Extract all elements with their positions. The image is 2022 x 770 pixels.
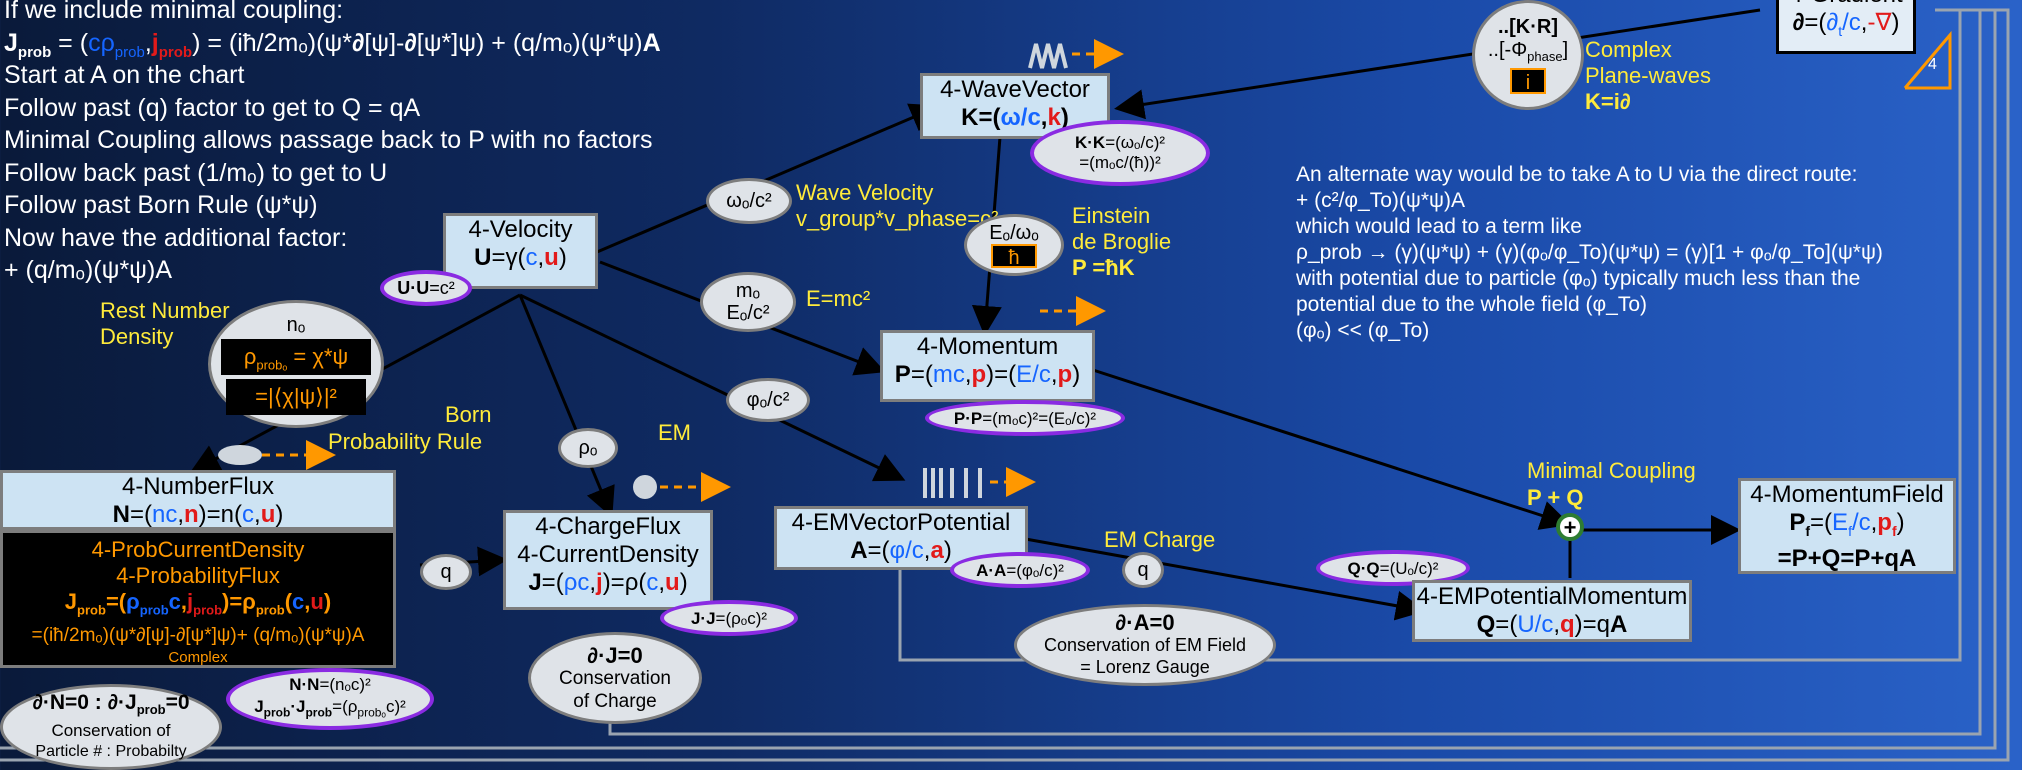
- hbar-symbol: ħ: [991, 244, 1037, 269]
- four-label: 4: [1928, 56, 1937, 73]
- group-phase-label: v_group*v_phase=c²: [796, 206, 999, 231]
- em-charge-label: EM Charge: [1104, 527, 1216, 552]
- probcurrent-formula: Jprob=(ρprobc,jprob)=ρprob(c,u): [64, 589, 332, 618]
- bubble-phase: ..[K·R]..[-Φphase] i: [1472, 0, 1584, 110]
- bubble-omega: ωₒ/c²: [706, 178, 792, 224]
- bubble-eomega: Eₒ/ωₒ ħ: [964, 214, 1064, 276]
- momfield-formula: Pf=(Ef/c,pf): [1789, 509, 1905, 539]
- node-4-gradient[interactable]: 4-Gradient ∂=(∂t/c,-∇): [1776, 0, 1916, 54]
- probflux-title: 4-ProbabilityFlux: [116, 563, 280, 588]
- node-4-emvectorpotential[interactable]: 4-EMVectorPotential A=(φ/c,a): [774, 506, 1028, 570]
- bubble-kk: K·K=(ωₒ/c)²=(mₒc/(ħ))²: [1030, 120, 1210, 186]
- bubble-aa: A·A=(φₒ/c)²: [950, 552, 1090, 588]
- node-4-chargeflux[interactable]: 4-ChargeFlux 4-CurrentDensity J=(ρc,j)=ρ…: [503, 510, 713, 610]
- emc2-label: E=mc²: [806, 286, 871, 311]
- svg-text:+: +: [1564, 515, 1577, 540]
- bubble-div-a: ∂·A=0 Conservation of EM Field = Lorenz …: [1014, 604, 1276, 686]
- bubble-uu: U·U=c²: [380, 270, 472, 306]
- step-line: Follow past Born Rule (ψ*ψ): [4, 191, 318, 219]
- bubble-jj: J·J=(ρₒc)²: [660, 600, 798, 636]
- bubble-rest-density: nₒ ρprobₒ = χ*ψ =|⟨χ|ψ⟩|²: [208, 300, 384, 428]
- bubble-q-left: q: [420, 554, 472, 590]
- emvector-title: 4-EMVectorPotential: [791, 509, 1011, 536]
- node-4-numberflux[interactable]: 4-NumberFlux N=(nc,n)=n(c,u): [0, 470, 396, 530]
- probcurrent-title: 4-ProbCurrentDensity: [91, 537, 305, 562]
- step-line: If we include minimal coupling:: [4, 0, 344, 24]
- bubble-phi: φₒ/c²: [726, 378, 810, 422]
- complex-tag: Complex: [168, 649, 228, 667]
- chargeflux-formula: J=(ρc,j)=ρ(c,u): [528, 569, 688, 596]
- alternate-route-note: An alternate way would be to take A to U…: [1296, 163, 1883, 342]
- em-label: EM: [658, 420, 691, 445]
- bubble-rho: ρₒ: [558, 428, 618, 468]
- momentum-formula: P=(mc,p)=(E/c,p): [894, 361, 1081, 388]
- step-line: Jprob = (cρprob,jprob) = (iħ/2mₒ)(ψ*∂[ψ]…: [4, 28, 661, 61]
- momentum-title: 4-Momentum: [916, 333, 1059, 360]
- numberflux-formula: N=(nc,n)=n(c,u): [112, 501, 284, 528]
- empotmom-title: 4-EMPotentialMomentum: [1416, 583, 1688, 610]
- bubble-qq: Q·Q=(Uₒ/c)²: [1316, 550, 1470, 586]
- gradient-formula: ∂=(∂t/c,-∇): [1792, 9, 1900, 39]
- bubble-pp: P·P=(mₒc)²=(Eₒ/c)²: [925, 400, 1125, 436]
- bubble-div-n: ∂·N=0 : ∂·Jprob=0 Conservation of Partic…: [0, 684, 222, 770]
- bubble-div-j: ∂·J=0 Conservation of Charge: [528, 632, 702, 724]
- wavevector-title: 4-WaveVector: [940, 76, 1090, 103]
- node-4-wavevector[interactable]: 4-WaveVector K=(ω/c,k): [920, 73, 1110, 139]
- chargeflux-title: 4-ChargeFlux: [535, 513, 681, 540]
- wave-velocity-label: Wave Velocity: [796, 180, 934, 205]
- gradient-title: 4-Gradient: [1779, 0, 1913, 9]
- step-line: + (q/mₒ)(ψ*ψ)A: [4, 256, 173, 284]
- p-plus-q-label: P + Q: [1527, 485, 1584, 510]
- step-list: If we include minimal coupling: Jprob = …: [4, 0, 661, 287]
- probability-rule-label: Probability Rule: [328, 429, 483, 454]
- bubble-q-right: q: [1122, 552, 1164, 588]
- minimal-coupling-label: Minimal Coupling: [1527, 458, 1696, 483]
- currentdensity-title: 4-CurrentDensity: [517, 541, 699, 568]
- i-symbol: i: [1510, 68, 1546, 94]
- div-n-formula: ∂·N=0 : ∂·Jprob=0: [32, 690, 190, 718]
- momfield-title: 4-MomentumField: [1750, 481, 1944, 508]
- velocity-title: 4-Velocity: [468, 216, 573, 243]
- momfield-formula2: =P+Q=P+qA: [1777, 544, 1917, 572]
- empotmom-formula: Q=(U/c,q)=qA: [1476, 611, 1628, 638]
- step-line: Minimal Coupling allows passage back to …: [4, 126, 653, 154]
- step-line: Follow past (q) factor to get to Q = qA: [4, 93, 421, 122]
- step-line: Now have the additional factor:: [4, 223, 348, 252]
- emvector-formula: A=(φ/c,a): [850, 537, 952, 564]
- probcurrent-expansion: =(iħ/2mₒ)(ψ*∂[ψ]-∂[ψ*]ψ)+ (q/mₒ)(ψ*ψ)A: [31, 625, 365, 647]
- wavevector-formula: K=(ω/c,k): [961, 104, 1069, 131]
- braket-label: =|⟨χ|ψ⟩|²: [226, 378, 366, 415]
- node-4-empotentialmomentum[interactable]: 4-EMPotentialMomentum Q=(U/c,q)=qA: [1412, 580, 1692, 642]
- node-4-probcurrent[interactable]: 4-ProbCurrentDensity 4-ProbabilityFlux J…: [0, 530, 396, 668]
- velocity-formula: U=γ(c,u): [474, 244, 567, 271]
- node-4-velocity[interactable]: 4-Velocity U=γ(c,u): [443, 213, 598, 289]
- bubble-nn: N·N=(nₒc)² Jprob·Jprob=(ρprobₒc)²: [226, 668, 434, 730]
- step-line: Start at A on the chart: [4, 61, 245, 89]
- node-4-momentum[interactable]: 4-Momentum P=(mc,p)=(E/c,p): [880, 330, 1095, 402]
- rho-prob-label: ρprobₒ = χ*ψ: [221, 338, 371, 375]
- n0-label: nₒ: [286, 313, 306, 336]
- step-line: Follow back past (1/mₒ) to get to U: [4, 158, 388, 187]
- born-label: Born: [445, 402, 492, 427]
- node-4-momentumfield[interactable]: 4-MomentumField Pf=(Ef/c,pf) =P+Q=P+qA: [1738, 478, 1956, 574]
- numberflux-title: 4-NumberFlux: [121, 473, 275, 500]
